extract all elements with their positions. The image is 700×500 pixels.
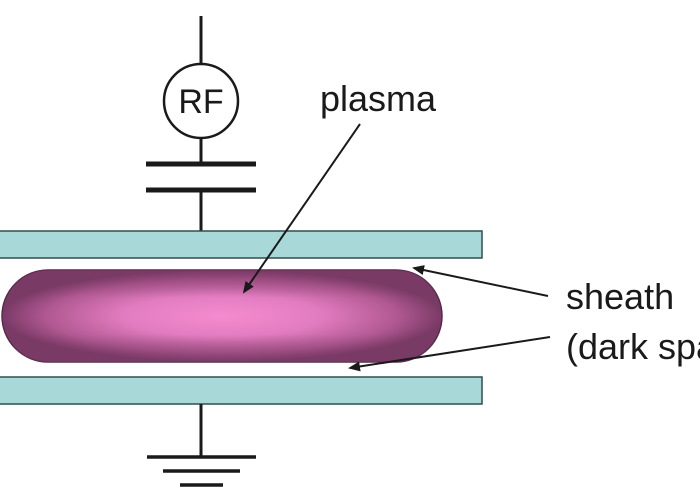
plasma-arrow — [242, 123, 361, 294]
blocking-capacitor — [146, 161, 256, 193]
dark-space-label: (dark space) — [566, 326, 700, 367]
plasma-body — [1, 269, 443, 363]
bottom-electrode — [0, 376, 483, 405]
rf-source-label: RF — [178, 83, 223, 121]
sheath-arrow-bottom — [348, 336, 551, 372]
sheath-label: sheath — [566, 276, 674, 317]
ground-icon — [147, 455, 256, 487]
rf-source: RF — [162, 62, 240, 140]
sheath-arrow-top — [412, 265, 549, 297]
plasma-vertical-shade — [2, 270, 442, 362]
top-electrode — [0, 230, 483, 259]
plasma-label: plasma — [320, 78, 437, 119]
